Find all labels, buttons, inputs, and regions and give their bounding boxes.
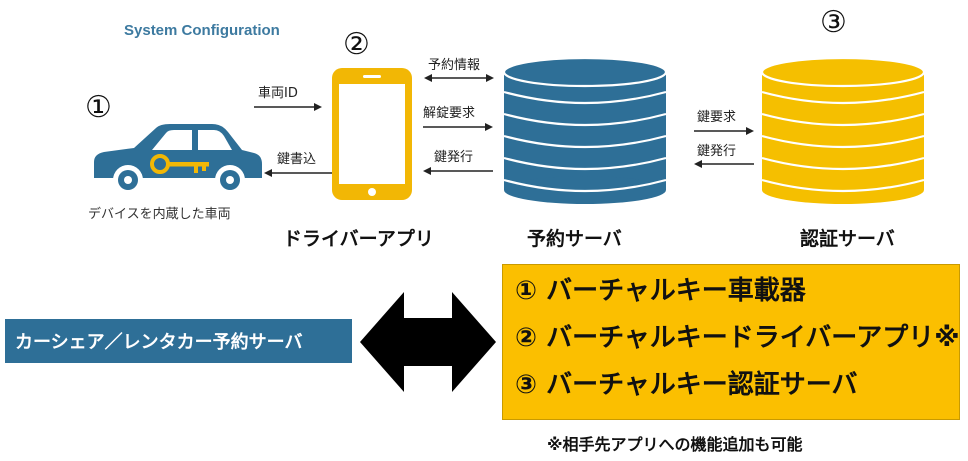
key-request-label: 鍵要求 (697, 110, 737, 125)
car-caption: デバイスを内蔵した車両 (88, 207, 231, 222)
footnote: ※相手先アプリへの機能追加も可能 (547, 435, 803, 454)
car-number: ① (85, 90, 112, 125)
diagram-title: System Configuration (124, 22, 280, 39)
reservation-server-icon (502, 56, 668, 204)
external-reservation-server-box: カーシェア／レンタカー予約サーバ (5, 319, 352, 363)
auth-server-icon (760, 56, 926, 204)
arrow-left-icon (264, 169, 332, 177)
key-issue-auth-label: 鍵発行 (697, 144, 737, 159)
component-item-3: ③ バーチャルキー認証サーバ (515, 370, 858, 400)
component-item-2: ② バーチャルキードライバーアプリ※ (515, 323, 960, 353)
vehicle-id-label: 車両ID (258, 86, 298, 101)
external-reservation-server-label: カーシェア／レンタカー予約サーバ (15, 332, 303, 353)
key-icon (150, 154, 209, 174)
arrow-right-icon (254, 103, 322, 111)
arrow-left-icon (423, 167, 493, 175)
reservation-info-label: 予約情報 (428, 58, 481, 73)
component-list-box: ① バーチャルキー車載器 ② バーチャルキードライバーアプリ※ ③ バーチャルキ… (502, 264, 960, 420)
key-issue-app-label: 鍵発行 (434, 150, 474, 165)
unlock-request-label: 解錠要求 (423, 106, 476, 121)
car-with-key-icon (94, 124, 262, 195)
auth-number: ③ (820, 5, 847, 40)
arrow-left-icon (694, 160, 754, 168)
phone-caption: ドライバーアプリ (283, 228, 434, 250)
key-write-label: 鍵書込 (277, 152, 317, 167)
auth-server-caption: 認証サーバ (800, 228, 895, 250)
double-arrow-icon (360, 292, 496, 392)
arrow-right-icon (423, 123, 493, 131)
reservation-server-caption: 予約サーバ (527, 228, 622, 250)
arrow-right-icon (694, 127, 754, 135)
smartphone-icon (332, 68, 412, 200)
arrow-both-icon (424, 74, 494, 82)
component-item-1: ① バーチャルキー車載器 (515, 276, 806, 306)
phone-number: ② (343, 27, 370, 62)
